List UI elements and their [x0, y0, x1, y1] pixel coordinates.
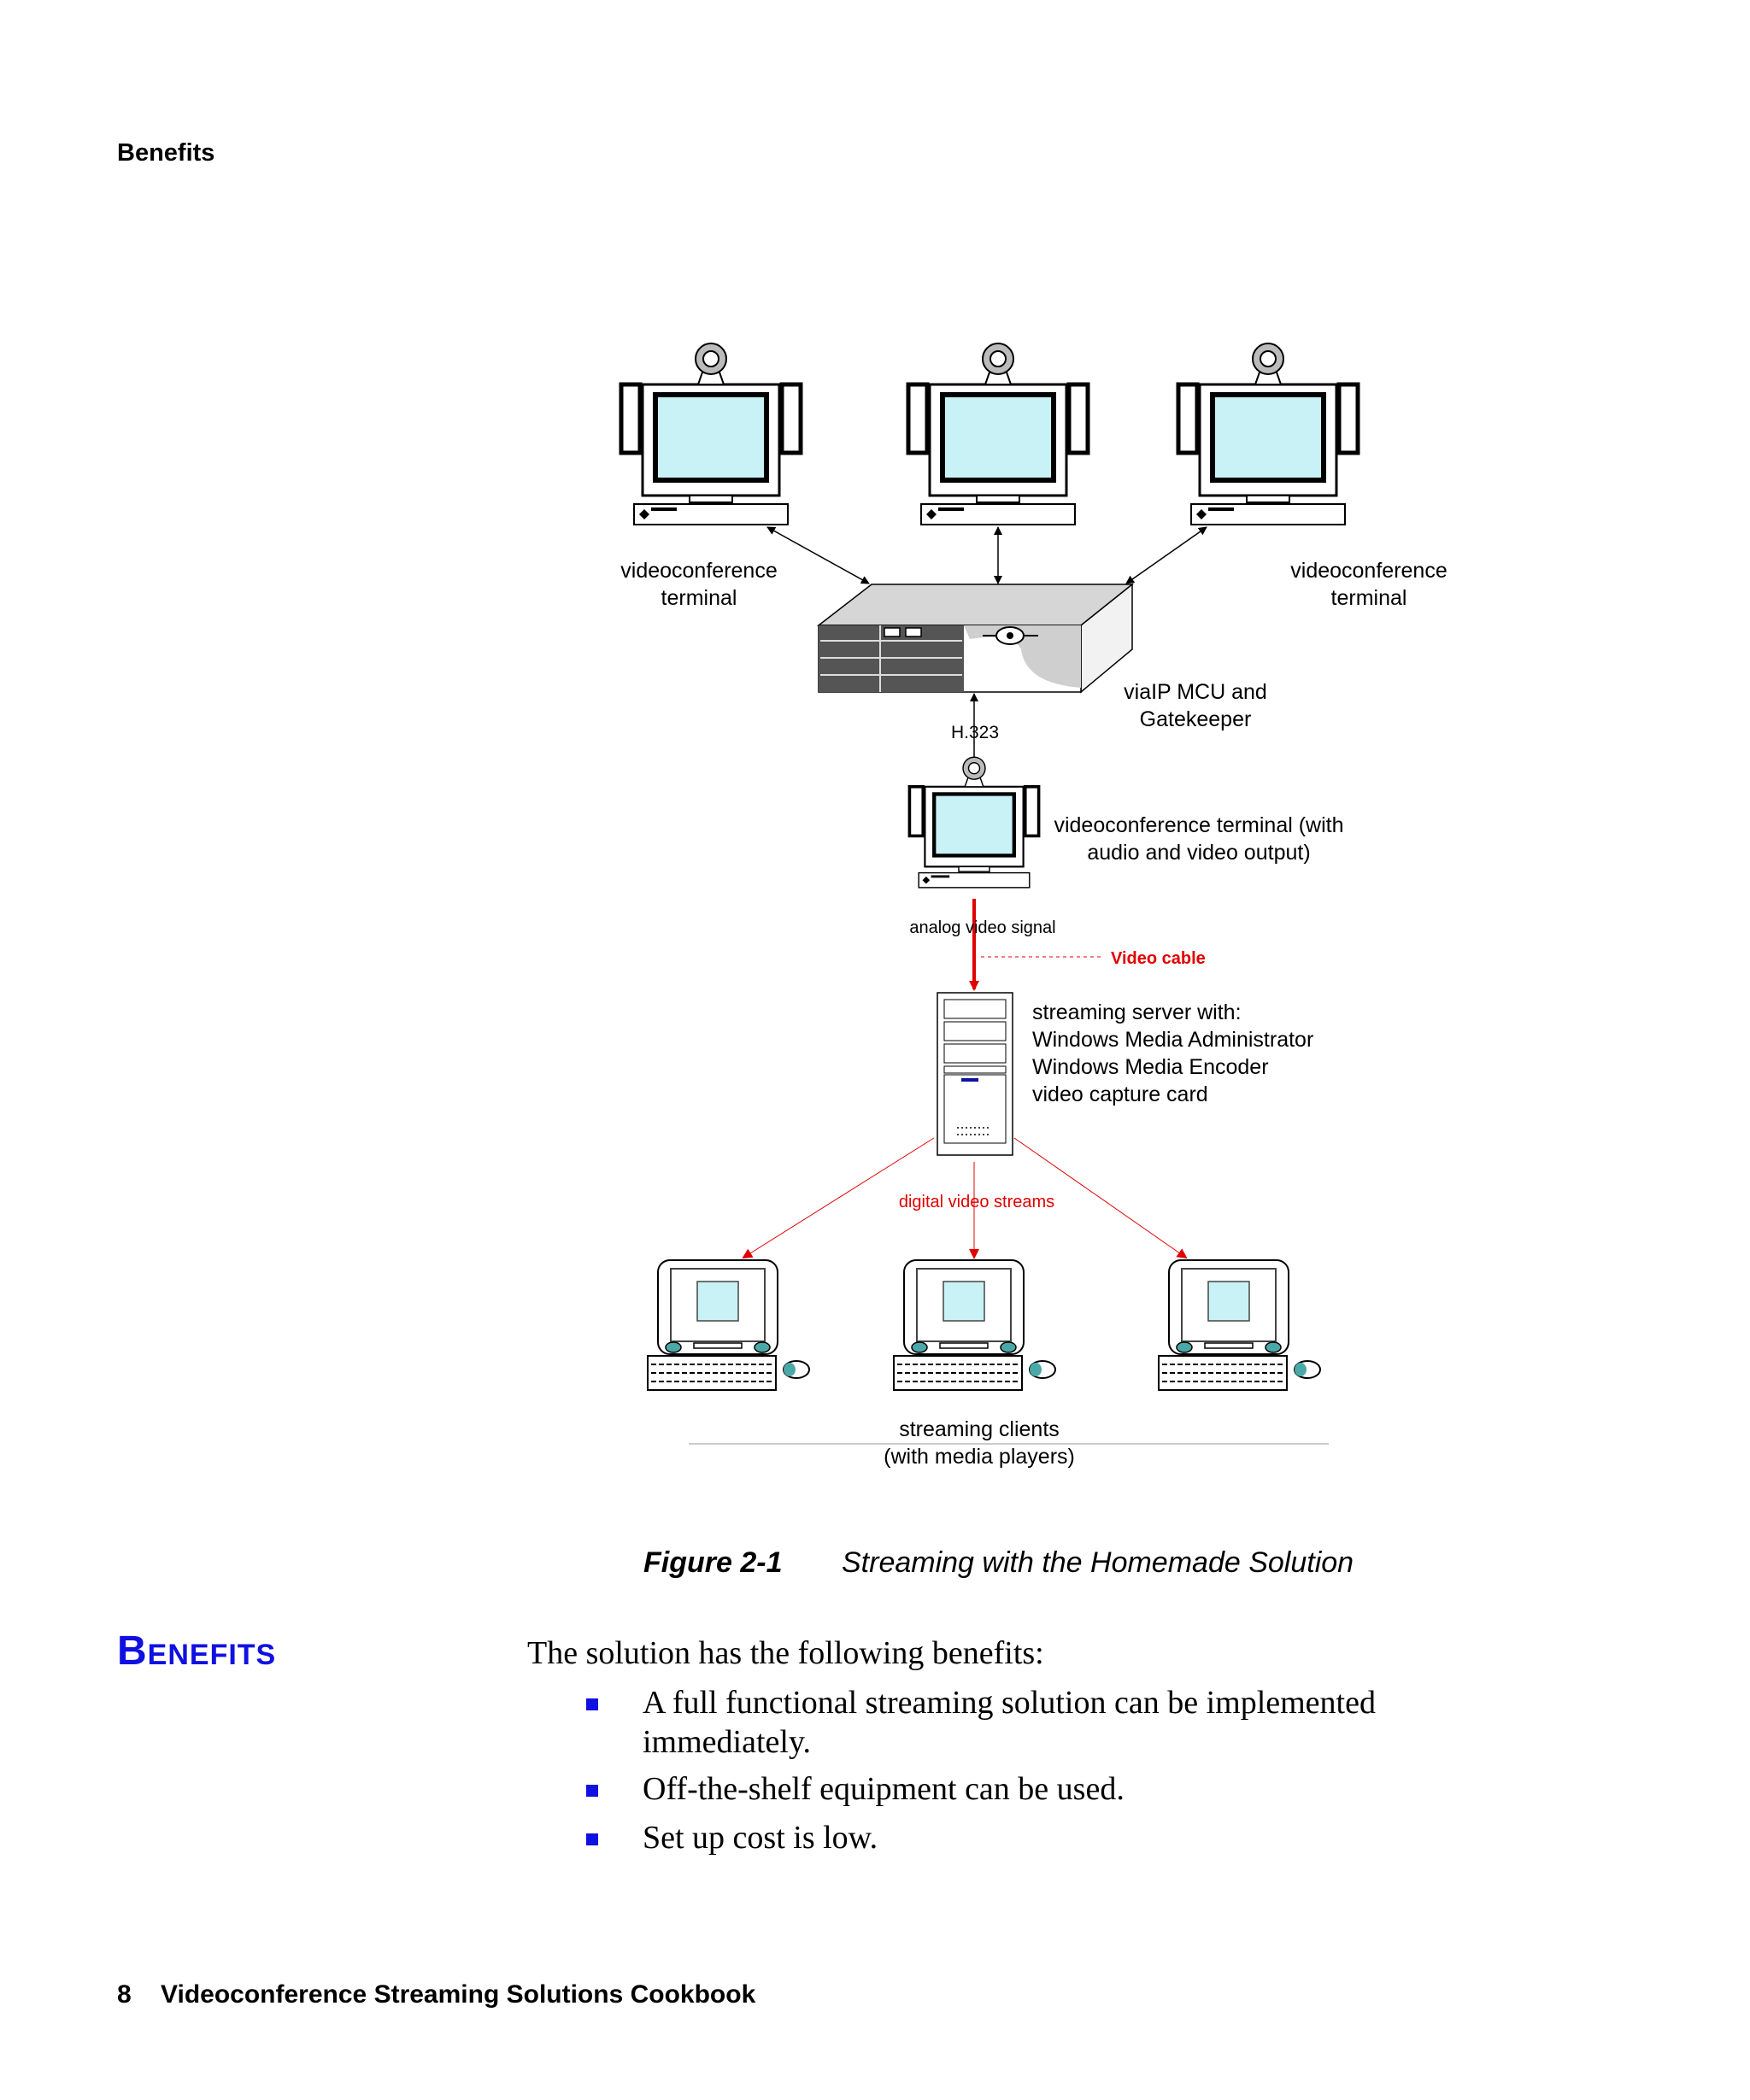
- label-server-1: streaming server with:: [1032, 1000, 1242, 1024]
- page-footer: 8 Videoconference Streaming Solutions Co…: [117, 1980, 755, 2009]
- benefit-text-line2: immediately.: [643, 1724, 811, 1760]
- benefit-item: A full functional streaming solution can…: [586, 1683, 1412, 1762]
- book-title: Videoconference Streaming Solutions Cook…: [161, 1980, 756, 2009]
- videoconference-terminal-output: [909, 757, 1038, 888]
- benefit-item: Set up cost is low.: [586, 1818, 1412, 1857]
- bullet-square-icon: [586, 1698, 598, 1710]
- streaming-client-left: [647, 1259, 810, 1391]
- label-server-3: Windows Media Encoder: [1032, 1055, 1269, 1079]
- label-server-2: Windows Media Administrator: [1032, 1028, 1313, 1052]
- label-server-4: video capture card: [1032, 1082, 1208, 1106]
- streaming-client-center: [893, 1259, 1056, 1391]
- intro-paragraph: The solution has the following benefits:: [527, 1635, 1044, 1671]
- benefit-item: Off-the-shelf equipment can be used.: [586, 1769, 1412, 1809]
- label-clients-2: (with media players): [884, 1445, 1075, 1469]
- link-right-terminal-mcu: [1125, 526, 1207, 584]
- label-output-terminal-2: audio and video output): [1087, 841, 1310, 865]
- stream-arrow-left: [742, 1137, 935, 1259]
- figure-caption: Figure 2-1 Streaming with the Homemade S…: [643, 1546, 1354, 1580]
- videoconference-terminal-right: [1178, 343, 1358, 525]
- label-analog-signal: analog video signal: [909, 918, 1055, 937]
- videoconference-terminal-left: [621, 343, 801, 525]
- label-left-terminal-2: terminal: [661, 586, 737, 610]
- label-clients-1: streaming clients: [899, 1417, 1060, 1441]
- streaming-server: [937, 992, 1013, 1156]
- page-number: 8: [117, 1980, 132, 2009]
- label-right-terminal-1: videoconference: [1290, 559, 1447, 583]
- bullet-square-icon: [586, 1785, 598, 1797]
- link-left-terminal-mcu: [766, 526, 870, 584]
- label-mcu-2: Gatekeeper: [1140, 707, 1252, 731]
- videoconference-terminal-center: [908, 343, 1088, 525]
- label-h323: H.323: [951, 723, 999, 742]
- figure-number: Figure 2-1: [643, 1546, 783, 1579]
- label-digital-streams: digital video streams: [899, 1193, 1054, 1211]
- label-left-terminal-1: videoconference: [620, 559, 777, 583]
- label-mcu-1: viaIP MCU and: [1124, 680, 1267, 704]
- streaming-client-right: [1158, 1259, 1321, 1391]
- bullet-square-icon: [586, 1833, 598, 1845]
- benefit-text-line1: A full functional streaming solution can…: [643, 1685, 1376, 1721]
- running-head: Benefits: [117, 139, 215, 167]
- benefit-text-line1: Set up cost is low.: [643, 1820, 878, 1856]
- label-video-cable: Video cable: [1111, 949, 1206, 968]
- mcu-device: [816, 583, 1135, 694]
- benefit-text-line1: Off-the-shelf equipment can be used.: [643, 1771, 1125, 1807]
- label-right-terminal-2: terminal: [1331, 586, 1407, 610]
- section-heading: Benefits: [117, 1628, 277, 1674]
- label-output-terminal-1: videoconference terminal (with: [1054, 813, 1343, 837]
- figure-title: Streaming with the Homemade Solution: [842, 1546, 1354, 1579]
- stream-arrow-right: [1013, 1137, 1188, 1259]
